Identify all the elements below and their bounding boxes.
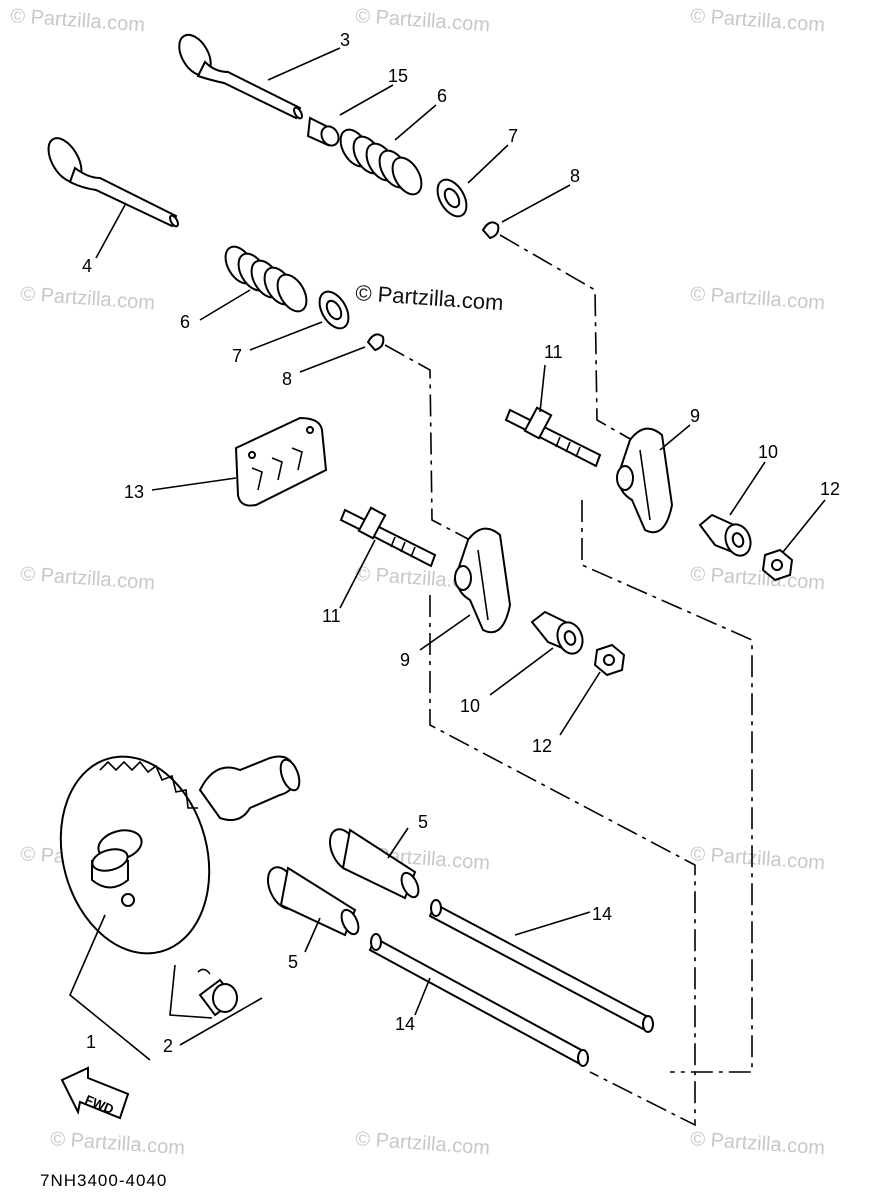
callout-9: 9 — [400, 650, 410, 670]
callouts: 3 15 6 7 8 4 6 7 8 11 9 10 12 13 11 9 10… — [82, 30, 840, 1056]
callout-10: 10 — [758, 442, 778, 462]
callout-5: 5 — [288, 952, 298, 972]
watermark: © Partzilla.com — [690, 1128, 826, 1159]
callout-6: 6 — [437, 86, 447, 106]
part-code: 7NH3400-4040 — [40, 1171, 167, 1190]
callout-11: 11 — [322, 606, 341, 626]
watermark: © Partzilla.com — [10, 5, 146, 36]
valve-cotter-lower — [366, 333, 385, 352]
callout-5: 5 — [418, 812, 428, 832]
nut-lower — [593, 643, 626, 677]
callout-2: 2 — [163, 1036, 173, 1056]
callout-4: 4 — [82, 256, 92, 276]
callout-13: 13 — [124, 482, 144, 502]
valve-cotter-upper — [481, 221, 500, 240]
watermark: © Partzilla.com — [690, 843, 826, 874]
rocker-arm-upper — [616, 427, 674, 534]
watermark: © Partzilla.com — [355, 1128, 491, 1159]
center-watermark: © Partzilla.com — [355, 280, 505, 315]
watermark: © Partzilla.com — [50, 1128, 186, 1159]
camshaft — [59, 755, 301, 955]
watermark: © Partzilla.com — [690, 283, 826, 314]
callout-8: 8 — [282, 369, 292, 389]
callout-1: 1 — [86, 1032, 96, 1052]
watermark: © Partzilla.com — [20, 283, 156, 314]
callout-12: 12 — [532, 736, 552, 756]
valve-lifter-lower — [266, 866, 360, 937]
exhaust-valve — [47, 137, 179, 228]
valve-spring-upper — [339, 128, 423, 196]
push-rod-lower — [368, 933, 589, 1067]
valve-spring-lower — [224, 245, 308, 313]
spring-retainer-lower — [318, 290, 350, 330]
push-rod-upper — [428, 899, 654, 1033]
fwd-arrow-icon: FWD — [60, 1066, 130, 1120]
valve-stem-seal — [306, 116, 340, 147]
callout-6: 6 — [180, 312, 190, 332]
callout-3: 3 — [340, 30, 350, 50]
watermark: © Partzilla.com — [690, 5, 826, 36]
leader-lines — [69, 47, 826, 1061]
nut-upper — [761, 548, 794, 582]
callout-9: 9 — [690, 406, 700, 426]
intake-valve — [178, 33, 303, 120]
adjusting-screw-lower — [339, 506, 437, 568]
rocker-bushing-upper — [698, 513, 752, 557]
assembly-lines — [384, 234, 753, 1127]
rocker-plate — [234, 416, 328, 507]
callout-12: 12 — [820, 479, 840, 499]
callout-15: 15 — [388, 66, 408, 86]
callout-14: 14 — [592, 904, 612, 924]
watermark: © Partzilla.com — [690, 563, 826, 594]
adjusting-screw-upper — [504, 406, 602, 468]
callout-11: 11 — [544, 342, 563, 362]
valve-lifter-upper — [328, 828, 420, 900]
callout-8: 8 — [570, 166, 580, 186]
dowel-pin — [197, 968, 238, 1017]
watermark: © Partzilla.com — [355, 5, 491, 36]
callout-14: 14 — [395, 1014, 415, 1034]
rocker-bushing-lower — [530, 610, 584, 655]
rocker-arm-lower — [454, 527, 512, 634]
callout-7: 7 — [232, 346, 242, 366]
callout-7: 7 — [508, 126, 518, 146]
spring-retainer-upper — [436, 178, 468, 218]
callout-10: 10 — [460, 696, 480, 716]
watermark: © Partzilla.com — [20, 563, 156, 594]
